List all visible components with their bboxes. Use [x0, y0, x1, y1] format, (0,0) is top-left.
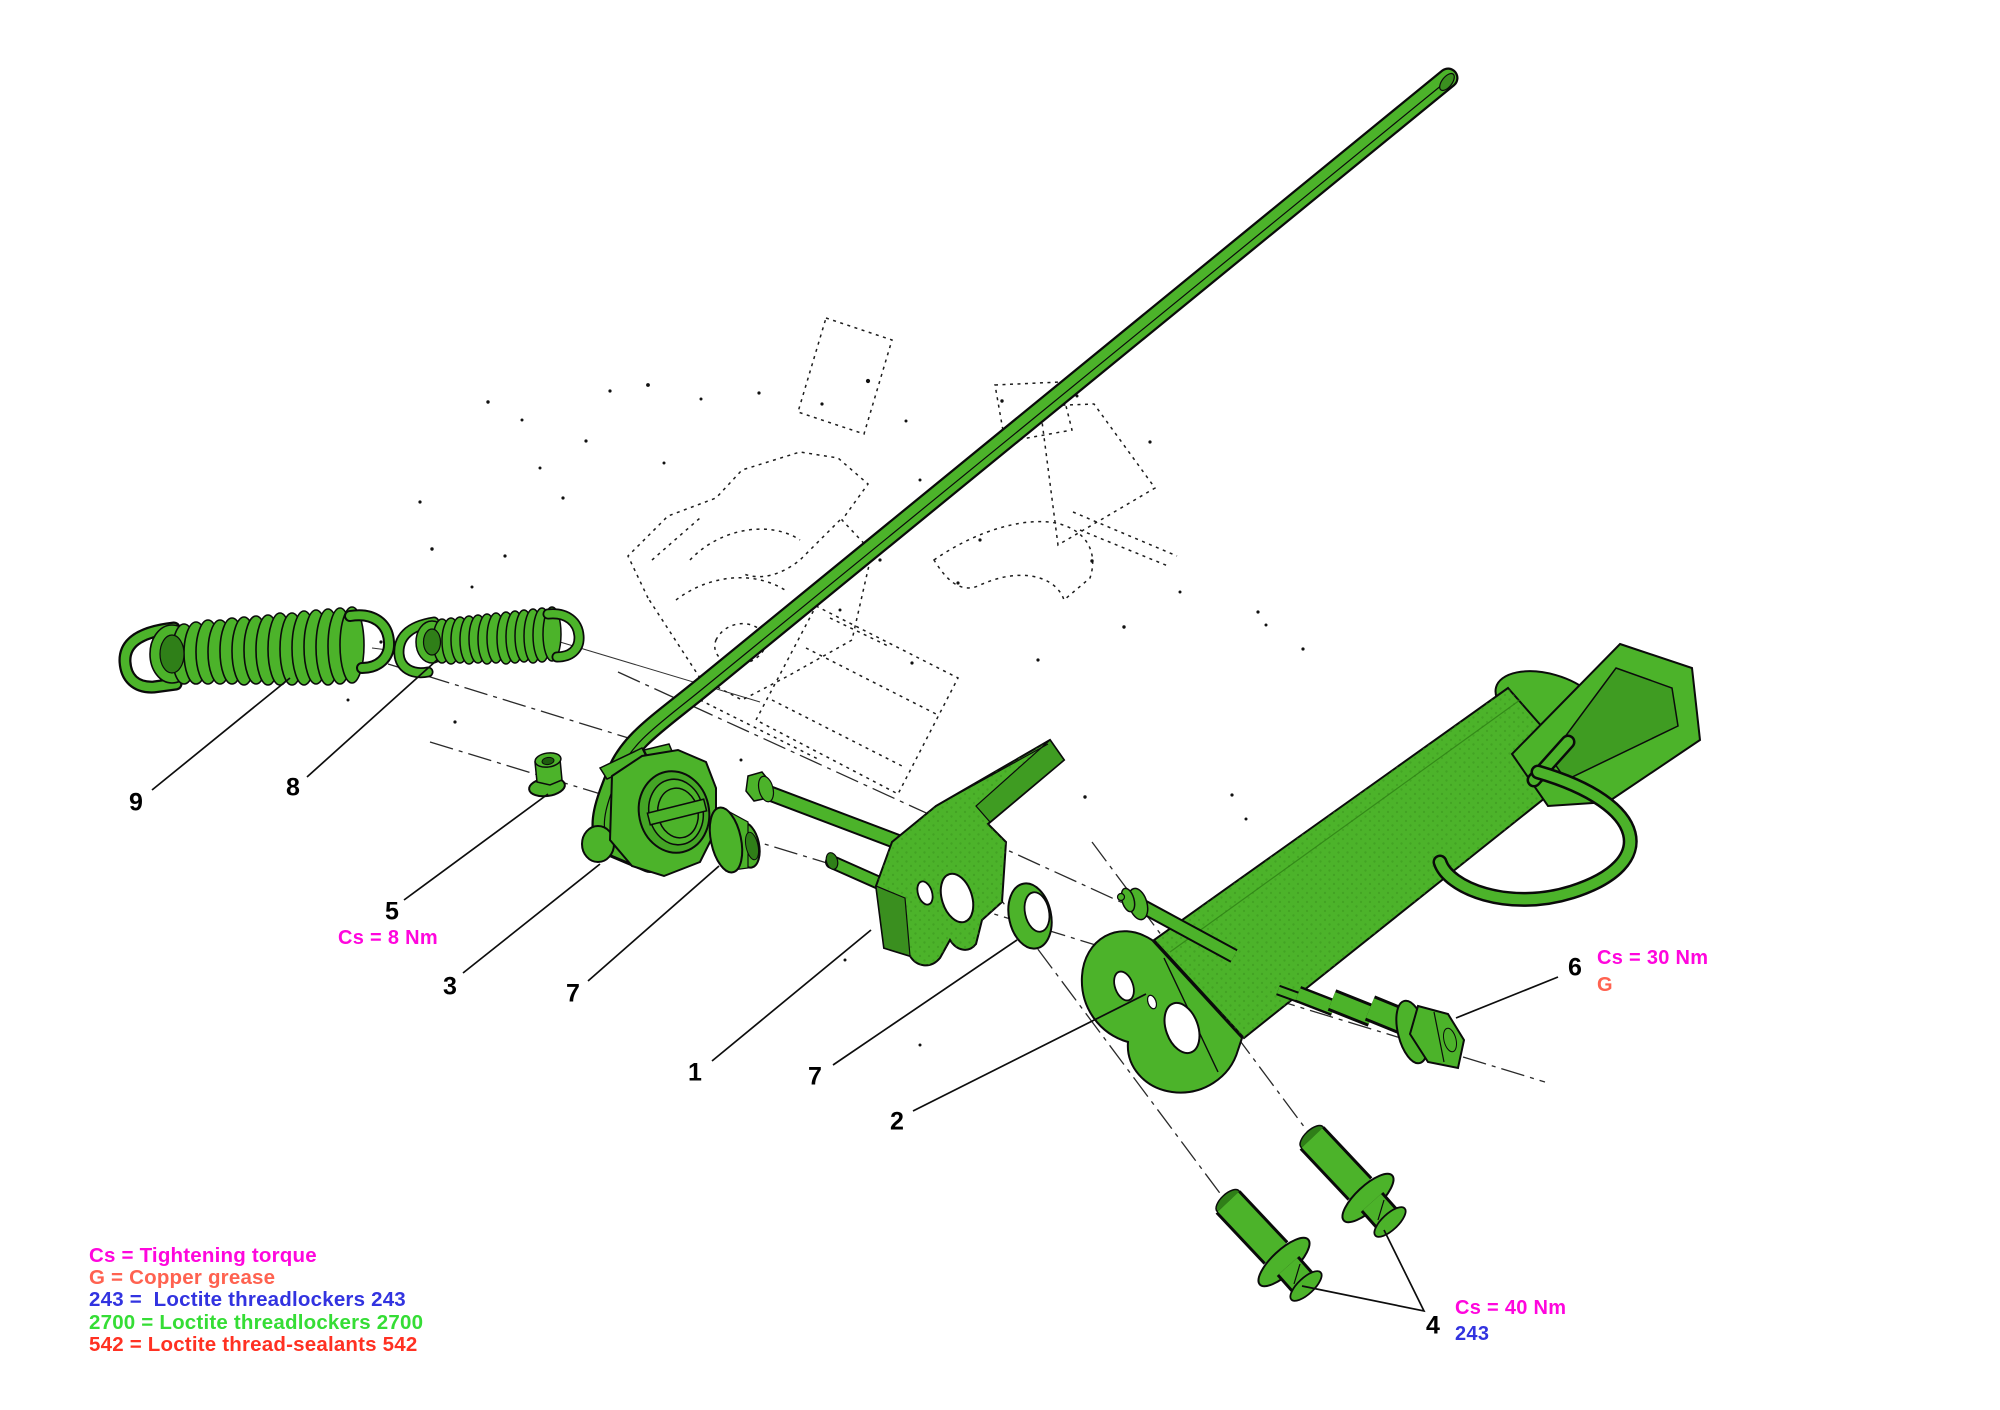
callout-8: 8 — [286, 773, 300, 802]
legend-loctite-542: 542 = Loctite thread-sealants 542 — [89, 1332, 418, 1356]
torque-note-part5: Cs = 8 Nm — [338, 927, 438, 949]
pivot-bolt — [1276, 984, 1466, 1070]
legend-tightening-torque: Cs = Tightening torque — [89, 1244, 317, 1267]
mounting-bolt-b — [1299, 1124, 1407, 1238]
sensor-cable — [591, 67, 1459, 853]
legend-loctite-243: 243 = Loctite threadlockers 243 — [89, 1288, 406, 1312]
mounting-bolt-a — [1215, 1188, 1323, 1302]
leader-lines — [151, 659, 1559, 1313]
callout-7-right: 7 — [808, 1062, 822, 1091]
callout-7-left: 7 — [566, 979, 580, 1008]
stand-switch-pin — [1116, 887, 1238, 963]
flange-nut — [528, 752, 566, 798]
grease-note-part6: G — [1597, 974, 1613, 996]
clevis-pin — [745, 771, 901, 850]
callout-5: 5 — [385, 897, 399, 926]
ghost-reference-outline — [627, 317, 1178, 796]
legend-loctite-2700: 2700 = Loctite threadlockers 2700 — [89, 1310, 424, 1334]
callout-9: 9 — [129, 788, 143, 817]
return-spring-outer — [118, 606, 395, 694]
callout-2: 2 — [890, 1107, 904, 1136]
bracket-stud — [825, 852, 893, 893]
legend-copper-grease: G = Copper grease — [89, 1266, 276, 1290]
callout-1: 1 — [688, 1058, 702, 1087]
grommet-washer-right — [1007, 882, 1053, 950]
stand-bracket — [874, 738, 1066, 967]
grommet-washer-left — [708, 806, 761, 874]
callout-4: 4 — [1426, 1311, 1440, 1340]
legend: Cs = Tightening torque G = Copper grease… — [89, 1244, 424, 1356]
loctite-note-part4: 243 — [1455, 1323, 1490, 1345]
torque-note-part6: Cs = 30 Nm — [1597, 947, 1709, 969]
callout-3: 3 — [443, 972, 457, 1001]
torque-note-part4: Cs = 40 Nm — [1455, 1297, 1567, 1319]
return-spring-inner — [393, 606, 585, 679]
side-stand-leg — [1080, 642, 1702, 1094]
callout-6: 6 — [1568, 953, 1582, 982]
side-stand-sensor — [581, 743, 717, 878]
